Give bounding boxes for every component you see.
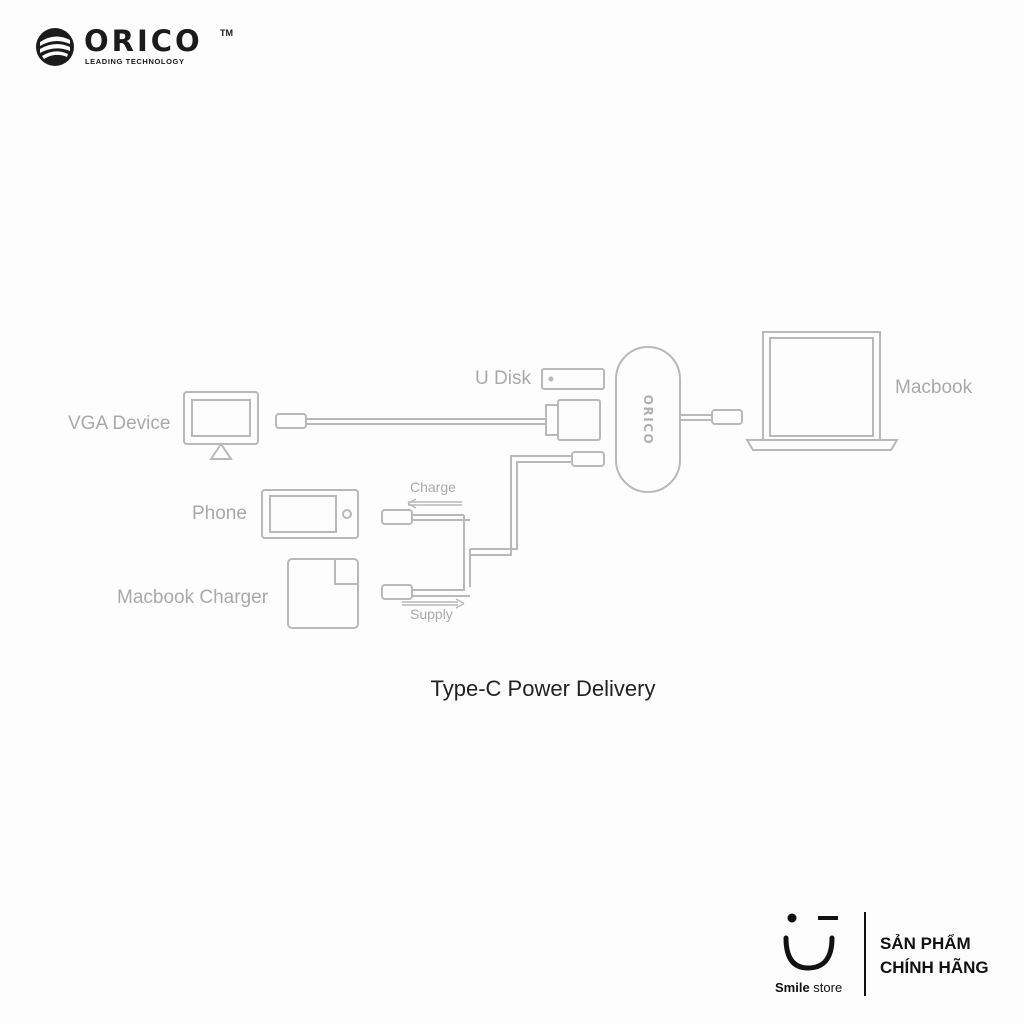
store-name-bold: Smile bbox=[775, 980, 810, 995]
charge-arrow bbox=[407, 498, 462, 509]
vga-monitor-icon bbox=[183, 391, 259, 460]
orico-emblem-icon bbox=[36, 28, 74, 66]
charge-label: Charge bbox=[410, 479, 456, 495]
vga-cable bbox=[275, 399, 601, 441]
macbook-icon bbox=[745, 331, 899, 451]
genuine-line-1: SẢN PHẨM bbox=[880, 934, 971, 953]
genuine-product-label: SẢN PHẨM CHÍNH HÃNG bbox=[880, 932, 989, 980]
store-divider bbox=[864, 912, 866, 996]
vga-device-label: VGA Device bbox=[68, 413, 171, 434]
macbook-label: Macbook bbox=[895, 377, 973, 398]
genuine-line-2: CHÍNH HÃNG bbox=[880, 958, 989, 977]
u-disk-label: U Disk bbox=[475, 368, 531, 389]
smile-store-icon bbox=[783, 913, 838, 971]
brand-tagline: LEADING TECHNOLOGY bbox=[85, 57, 185, 66]
orico-logo: ORICO TM LEADING TECHNOLOGY bbox=[34, 24, 254, 70]
hub-logo-text: ORICO bbox=[641, 394, 655, 446]
u-disk-icon bbox=[541, 368, 605, 390]
store-name-rest: store bbox=[809, 980, 843, 995]
macbook-charger-label: Macbook Charger bbox=[117, 587, 269, 608]
phone-icon bbox=[261, 489, 359, 539]
phone-label: Phone bbox=[192, 503, 247, 524]
supply-arrow bbox=[402, 598, 465, 609]
power-delivery-cable bbox=[381, 451, 605, 600]
brand-name: ORICO bbox=[84, 24, 203, 58]
store-badge: Smile store SẢN PHẨM CHÍNH HÃNG bbox=[770, 906, 1010, 1002]
hub-logo: ORICO bbox=[641, 395, 655, 445]
diagram-caption: Type-C Power Delivery bbox=[430, 676, 656, 701]
supply-label: Supply bbox=[410, 606, 453, 622]
store-name: Smile store bbox=[775, 980, 842, 995]
brand-trademark: TM bbox=[220, 28, 233, 38]
macbook-charger-icon bbox=[287, 558, 359, 629]
macbook-cable bbox=[680, 409, 743, 425]
